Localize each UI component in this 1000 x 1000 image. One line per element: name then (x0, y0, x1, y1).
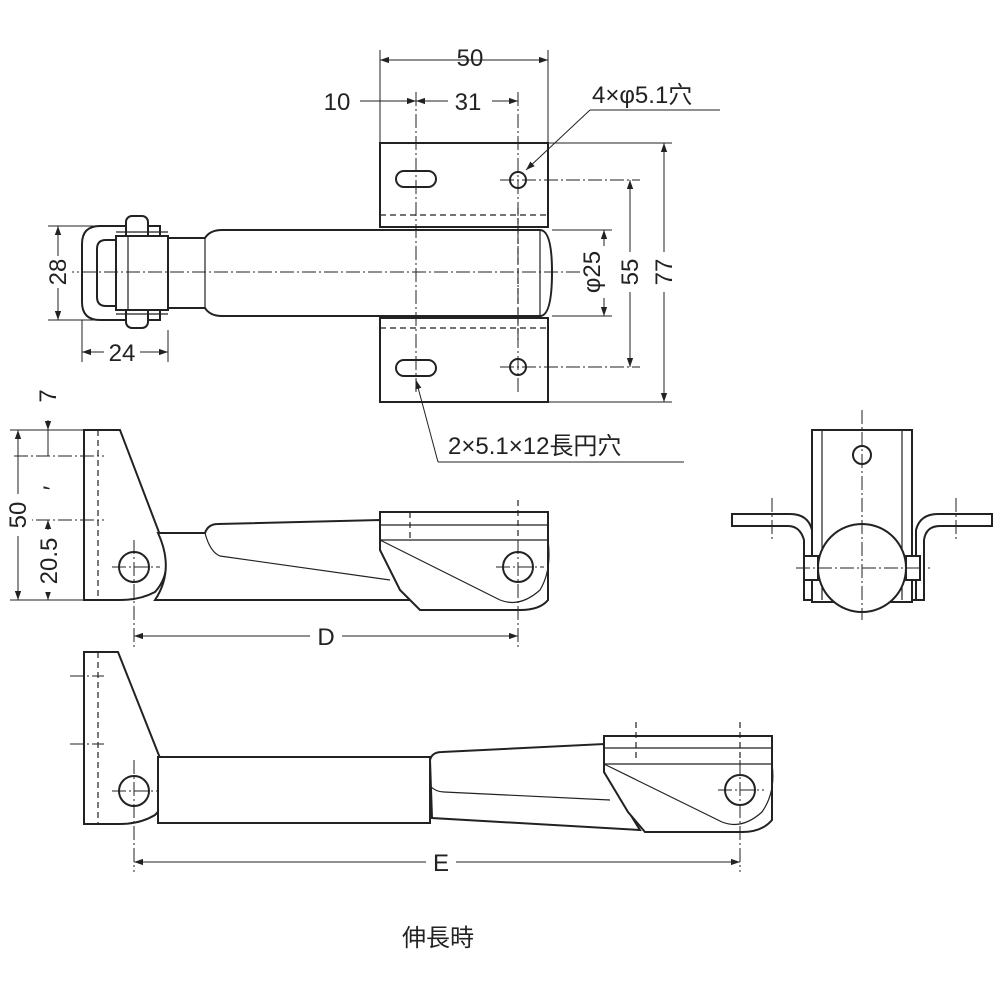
dim-overall-height: 77 (651, 259, 678, 286)
caption-extended: 伸長時 (402, 924, 474, 952)
callout-slot-hole: 2×5.1×12長円穴 (448, 433, 621, 460)
end-bracket (379, 511, 549, 611)
dim-side-bottom-offset: 20.5 (36, 538, 63, 585)
top-view: 50 10 31 4×φ5.1穴 28 24 φ25 55 (44, 45, 720, 463)
dim-side-top-offset: 7 (35, 389, 62, 402)
dim-retracted-length: D (317, 624, 334, 651)
ext-end-bracket (603, 735, 773, 833)
dim-side-mid-mark: ′ (39, 485, 66, 490)
side-view-extended: E (70, 651, 774, 878)
dim-side-height: 50 (5, 502, 32, 529)
side-view-retracted: 50 7 ′ 20.5 D (4, 389, 550, 652)
dim-tube-diameter: φ25 (579, 251, 606, 293)
dim-extended-length: E (433, 850, 449, 877)
dim-hole-offset: 10 (324, 89, 351, 116)
tube-body (167, 229, 554, 317)
dim-hole-pitch: 31 (455, 89, 482, 116)
ext-outer-tube (157, 756, 431, 824)
front-view (731, 410, 993, 620)
callout-round-hole: 4×φ5.1穴 (592, 82, 692, 109)
dim-body-height: 28 (45, 259, 72, 286)
dim-hole-spacing: 55 (617, 259, 644, 286)
dim-top-width: 50 (457, 45, 484, 72)
dim-handle-width: 24 (109, 340, 136, 367)
arm (153, 518, 417, 601)
hinge-block (115, 235, 169, 311)
